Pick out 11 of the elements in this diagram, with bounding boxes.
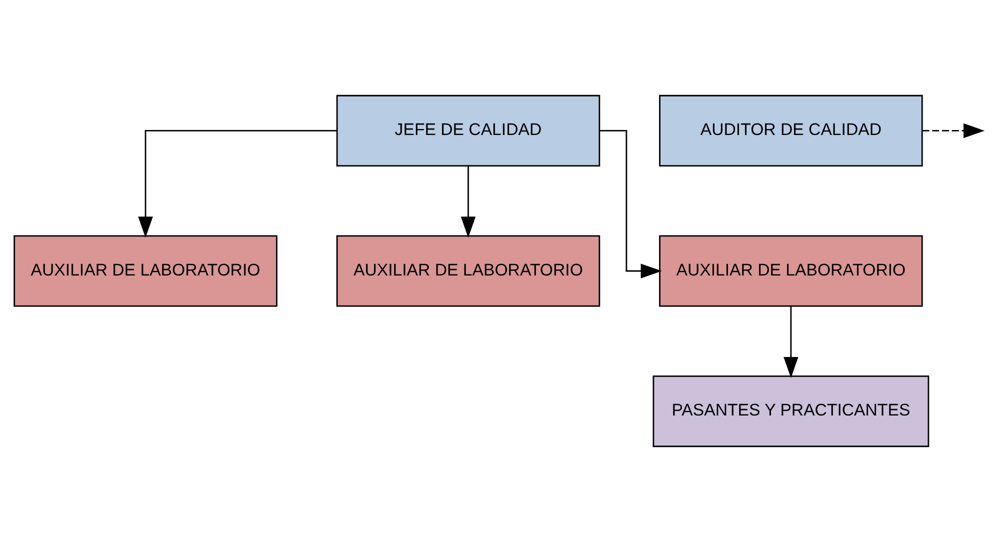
arrow xyxy=(138,130,337,238)
arrow xyxy=(460,166,476,238)
arrow xyxy=(922,123,985,138)
node-box: AUXILIAR DE LABORATORIO xyxy=(14,235,278,307)
node-box: AUXILIAR DE LABORATORIO xyxy=(336,235,600,307)
node-box: AUDITOR DE CALIDAD xyxy=(659,94,923,166)
arrow xyxy=(600,130,662,278)
node-box: JEFE DE CALIDAD xyxy=(336,94,600,166)
node-box: PASANTES Y PRACTICANTES xyxy=(652,376,930,448)
node-box: AUXILIAR DE LABORATORIO xyxy=(659,235,923,307)
arrow xyxy=(784,306,798,378)
